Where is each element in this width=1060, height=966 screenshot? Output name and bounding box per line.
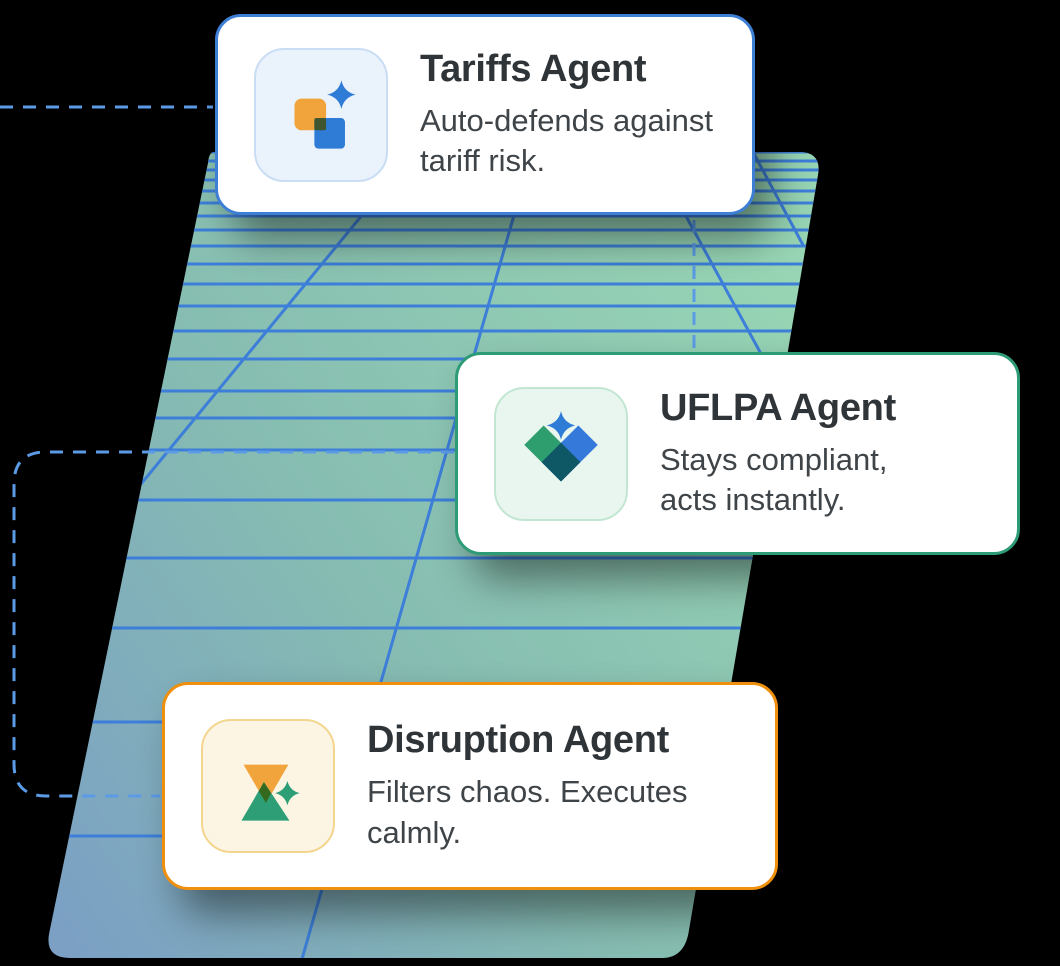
agent-card-disruption[interactable]: Disruption Agent Filters chaos. Executes… (162, 682, 778, 890)
uflpa-description-line-1: Stays compliant, (660, 441, 888, 477)
tariffs-description-line-2: tariff risk. (420, 143, 546, 179)
uflpa-description-line-2: acts instantly. (660, 482, 846, 518)
tariffs-card-description: Auto-defends against tariff risk. (420, 101, 713, 183)
dashed-connector-lines (0, 105, 696, 798)
agent-card-uflpa[interactable]: UFLPA Agent Stays compliant, acts instan… (455, 352, 1020, 555)
tariffs-card-copy: Tariffs Agent Auto-defends against tarif… (420, 47, 713, 183)
agent-card-tariffs[interactable]: Tariffs Agent Auto-defends against tarif… (215, 14, 755, 215)
grid-column-line (751, 152, 805, 246)
disruption-hourglass-triangles-sparkle-icon (241, 764, 300, 821)
disruption-icon-tile (201, 719, 335, 853)
uflpa-card-description: Stays compliant, acts instantly. (660, 440, 896, 522)
disruption-card-title: Disruption Agent (367, 719, 669, 762)
disruption-description-line-2: calmly. (367, 814, 462, 850)
uflpa-icon-tile (494, 386, 628, 521)
tariffs-description-line-1: Auto-defends against (420, 102, 713, 138)
uflpa-card-copy: UFLPA Agent Stays compliant, acts instan… (660, 386, 896, 522)
uflpa-heart-check-sparkle-icon (524, 410, 598, 482)
tariffs-overlap-squares-sparkle-icon (294, 79, 356, 149)
uflpa-card-title: UFLPA Agent (660, 386, 896, 429)
disruption-card-description: Filters chaos. Executes calmly. (367, 772, 687, 854)
tariffs-card-title: Tariffs Agent (420, 47, 647, 90)
disruption-card-copy: Disruption Agent Filters chaos. Executes… (367, 718, 687, 854)
tariffs-icon-tile (254, 47, 388, 182)
uflpa-disruption-connector (12, 450, 454, 798)
disruption-description-line-1: Filters chaos. Executes (367, 774, 688, 809)
